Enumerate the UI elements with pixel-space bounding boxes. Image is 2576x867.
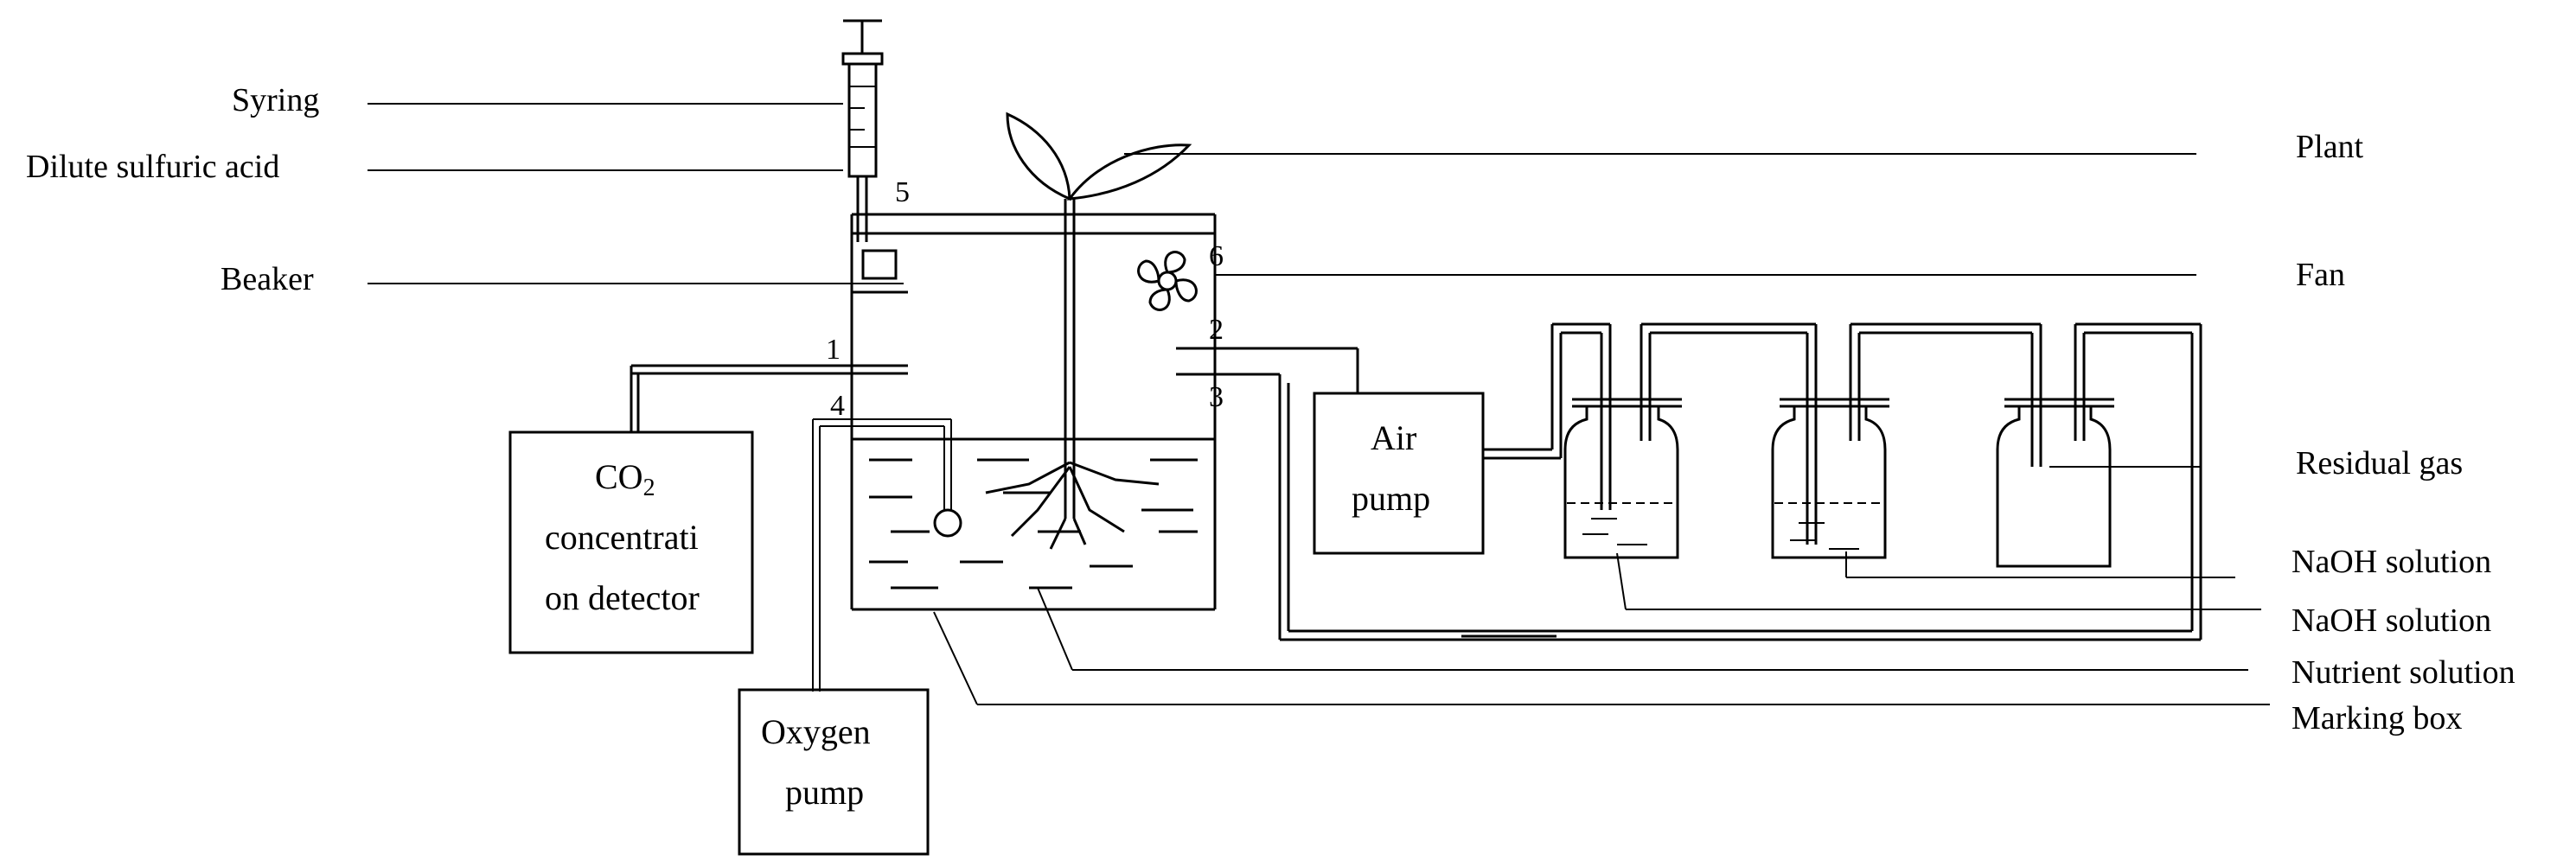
bottle-1 xyxy=(1563,398,1682,559)
label-nutrient-solution: Nutrient solution xyxy=(2292,654,2515,691)
label-fan: Fan xyxy=(2296,257,2345,293)
marking-box xyxy=(850,213,1217,611)
label-plant: Plant xyxy=(2296,129,2364,165)
label-naoh-solution-2: NaOH solution xyxy=(2292,602,2491,639)
label-dilute-sulfuric-acid: Dilute sulfuric acid xyxy=(26,149,279,185)
co2-tubing xyxy=(630,364,908,432)
gas-tubing xyxy=(1483,322,2201,545)
port-number-3: 3 xyxy=(1209,381,1224,413)
label-residual-gas: Residual gas xyxy=(2296,445,2463,481)
label-naoh-solution-1: NaOH solution xyxy=(2292,544,2491,580)
label-syring: Syring xyxy=(232,82,319,118)
nutrient-solution-lines xyxy=(869,458,1198,590)
ports-2-3 xyxy=(1176,347,1359,640)
port-number-6: 6 xyxy=(1209,240,1224,272)
port-number-1: 1 xyxy=(826,334,841,366)
beaker xyxy=(852,249,908,294)
port-number-4: 4 xyxy=(830,390,845,422)
port-number-2: 2 xyxy=(1209,314,1224,346)
bottle-3 xyxy=(1996,398,2114,568)
leader-naoh-2 xyxy=(1616,552,1627,610)
oxygen-tubing xyxy=(812,418,962,692)
leader-marking-box xyxy=(933,611,978,705)
leader-nutrient xyxy=(1037,587,1073,671)
plant xyxy=(985,112,1192,550)
co2-detector-box xyxy=(508,430,754,654)
label-beaker: Beaker xyxy=(221,261,314,297)
air-pump-box xyxy=(1313,392,1485,555)
return-tubing xyxy=(1280,324,2202,641)
air-pump-label-1: Air xyxy=(1371,418,1416,457)
co2-label-1: CO2 xyxy=(595,457,655,501)
oxygen-pump-label-2: pump xyxy=(785,773,864,812)
oxygen-pump-label-1: Oxygen xyxy=(761,712,871,751)
oxygen-pump-box xyxy=(738,688,930,856)
co2-label-3: on detector xyxy=(545,578,700,617)
label-marking-box: Marking box xyxy=(2292,700,2462,736)
air-pump-label-2: pump xyxy=(1352,479,1430,518)
fan xyxy=(1137,251,1198,311)
syringe xyxy=(841,19,884,242)
port-number-5: 5 xyxy=(895,176,910,208)
bottle-2 xyxy=(1771,398,1889,559)
co2-label-2: concentrati xyxy=(545,518,699,557)
